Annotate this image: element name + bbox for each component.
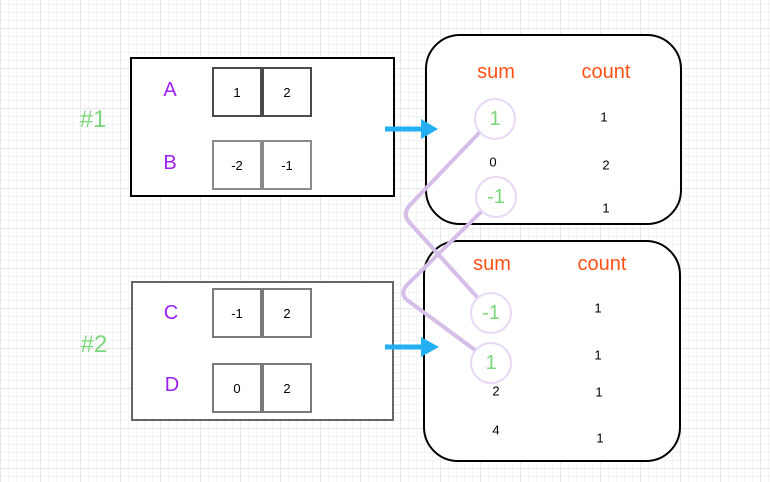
map2-row1-sum-highlight-circle: 1 bbox=[470, 342, 512, 384]
map2-box bbox=[423, 240, 681, 462]
array-a-cell-0: 1 bbox=[212, 67, 262, 117]
group1-label: #1 bbox=[79, 106, 107, 133]
map2-row1-sum: 1 bbox=[485, 351, 497, 374]
group2-label: #2 bbox=[80, 331, 108, 358]
array-d-cell-1: 2 bbox=[262, 363, 312, 413]
map2-row2-count: 1 bbox=[595, 384, 603, 400]
array-b-label: B bbox=[163, 152, 177, 174]
map2-row0-count: 1 bbox=[594, 300, 602, 316]
map1-row2-sum: -1 bbox=[487, 185, 505, 208]
map1-row0-sum-highlight-circle: 1 bbox=[474, 98, 516, 140]
map2-row3-sum: 4 bbox=[492, 422, 500, 438]
array-d-cell-0: 0 bbox=[212, 363, 262, 413]
map1-row2-count: 1 bbox=[602, 200, 610, 216]
map1-row0-sum: 1 bbox=[489, 107, 501, 130]
map1-count-header: count bbox=[581, 61, 631, 83]
array-b-cell-0: -2 bbox=[212, 140, 262, 190]
map1-row0-count: 1 bbox=[600, 109, 608, 125]
map1-row2-sum-highlight-circle: -1 bbox=[475, 176, 517, 218]
map2-count-header: count bbox=[577, 253, 627, 275]
map1-row1-sum: 0 bbox=[489, 154, 497, 170]
map1-box bbox=[425, 34, 682, 225]
array-a-label: A bbox=[163, 79, 177, 101]
array-c-cell-0: -1 bbox=[212, 288, 262, 338]
map2-row3-count: 1 bbox=[596, 430, 604, 446]
array-b-cell-1: -1 bbox=[262, 140, 312, 190]
map2-row2-sum: 2 bbox=[492, 383, 500, 399]
array-a-cell-1: 2 bbox=[262, 67, 312, 117]
map1-row1-count: 2 bbox=[602, 157, 610, 173]
map2-row0-sum: -1 bbox=[482, 301, 500, 324]
array-c-label: C bbox=[163, 302, 179, 324]
array-c-cell-1: 2 bbox=[262, 288, 312, 338]
map2-row0-sum-highlight-circle: -1 bbox=[470, 292, 512, 334]
map1-sum-header: sum bbox=[477, 61, 515, 83]
map2-row1-count: 1 bbox=[594, 347, 602, 363]
map2-sum-header: sum bbox=[473, 253, 511, 275]
array-d-label: D bbox=[164, 374, 180, 396]
